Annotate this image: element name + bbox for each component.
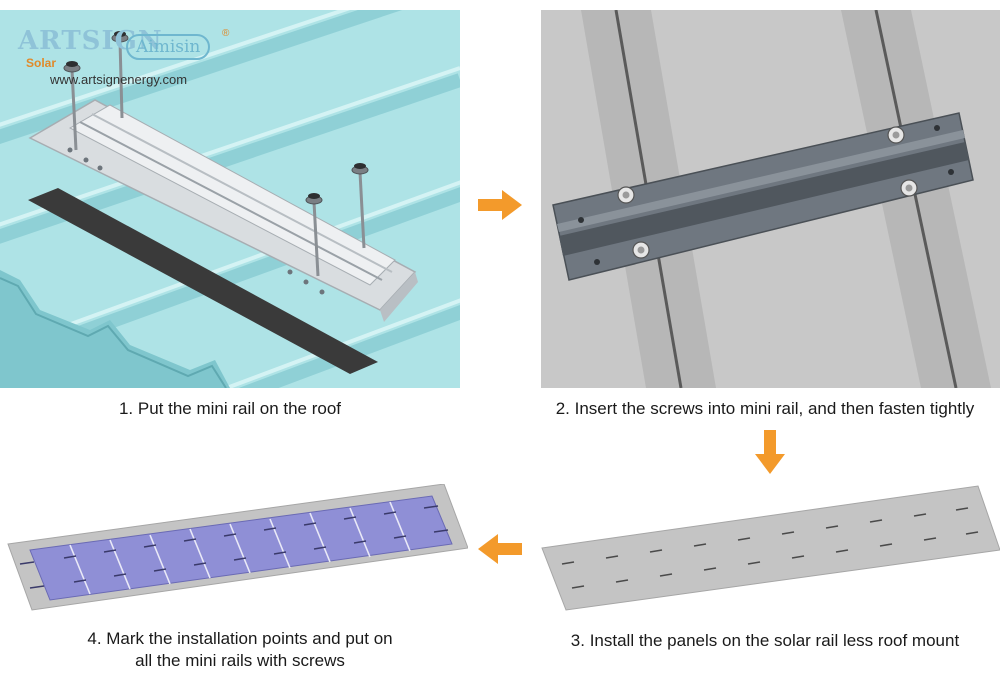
rail-top-view-drawing xyxy=(541,10,1000,388)
step-2-caption: 2. Insert the screws into mini rail, and… xyxy=(555,399,975,418)
website-text: www.artsignenergy.com xyxy=(50,72,188,87)
artsign-logo-solar: Solar xyxy=(26,56,57,70)
registered-mark: ® xyxy=(222,28,230,39)
step-3-caption: 3. Install the panels on the solar rail … xyxy=(570,631,960,650)
solar-panels-drawing xyxy=(7,484,468,611)
step-1-caption: 1. Put the mini rail on the roof xyxy=(118,399,342,418)
step-3-illustration xyxy=(538,484,1000,614)
arrow-down-icon xyxy=(755,430,785,474)
arrow-left-icon xyxy=(478,534,522,564)
step-2-illustration xyxy=(541,10,1000,388)
aimisin-logo: Aimisin xyxy=(126,34,211,60)
step-4-caption-line-2: all the mini rails with screws xyxy=(135,651,345,670)
step-1-illustration xyxy=(0,10,460,388)
step-4-caption: 4. Mark the installation points and put … xyxy=(0,628,480,672)
arrow-right-icon xyxy=(478,190,522,220)
roof-mini-rail-drawing xyxy=(0,10,460,388)
rail-marks-drawing xyxy=(541,485,1000,611)
step-4-illustration xyxy=(6,484,468,614)
step-4-caption-line-1: 4. Mark the installation points and put … xyxy=(87,629,393,648)
